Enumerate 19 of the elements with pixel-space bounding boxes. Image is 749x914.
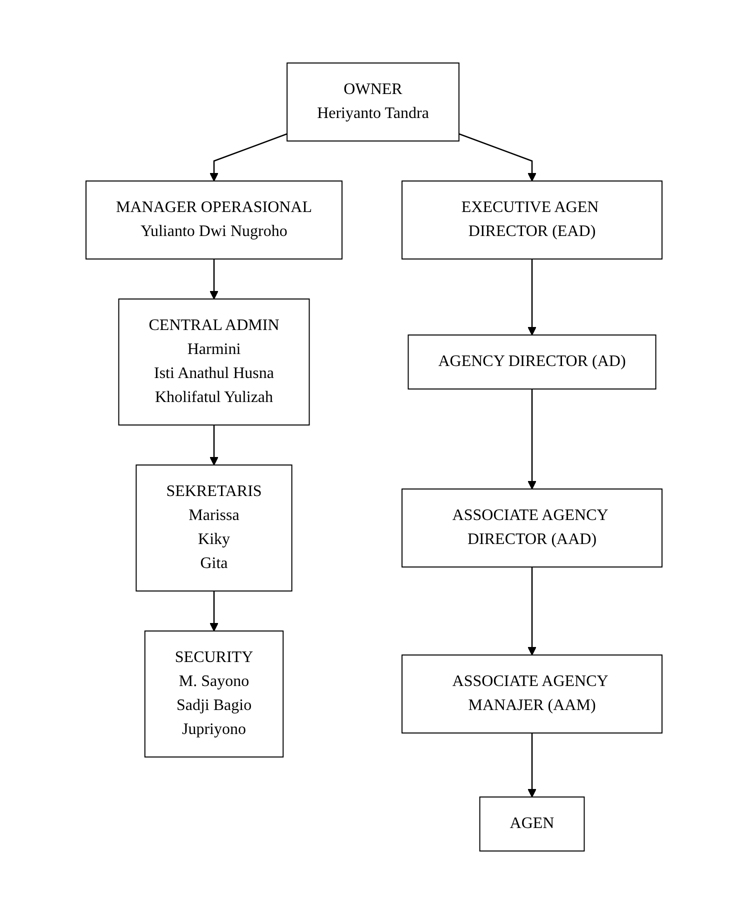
arrow (459, 133, 537, 182)
arrow (210, 425, 219, 466)
node-box: CENTRAL ADMIN Harmini Isti Anathul Husna Kholifatul Yulizah (118, 298, 310, 426)
arrow (528, 567, 537, 656)
node-box: ASSOCIATE AGENCY MANAJER (AAM) (402, 654, 663, 734)
node-box: ASSOCIATE AGENCY DIRECTOR (AAD) (402, 488, 663, 568)
node-box: AGEN (480, 796, 586, 852)
node-box: OWNER Heriyanto Tandra (287, 62, 460, 142)
arrow (210, 591, 219, 632)
arrow (210, 259, 219, 300)
node-box: AGENCY DIRECTOR (AD) (408, 334, 657, 390)
arrow (528, 733, 537, 798)
arrow (528, 259, 537, 336)
node-box: EXECUTIVE AGEN DIRECTOR (EAD) (402, 180, 663, 260)
arrow (210, 133, 288, 182)
node-box: MANAGER OPERASIONAL Yulianto Dwi Nugroho (86, 180, 343, 260)
node-box: SECURITY M. Sayono Sadji Bagio Jupriyono (144, 630, 284, 758)
arrow (528, 389, 537, 490)
node-box: SEKRETARIS Marissa Kiky Gita (136, 464, 293, 592)
